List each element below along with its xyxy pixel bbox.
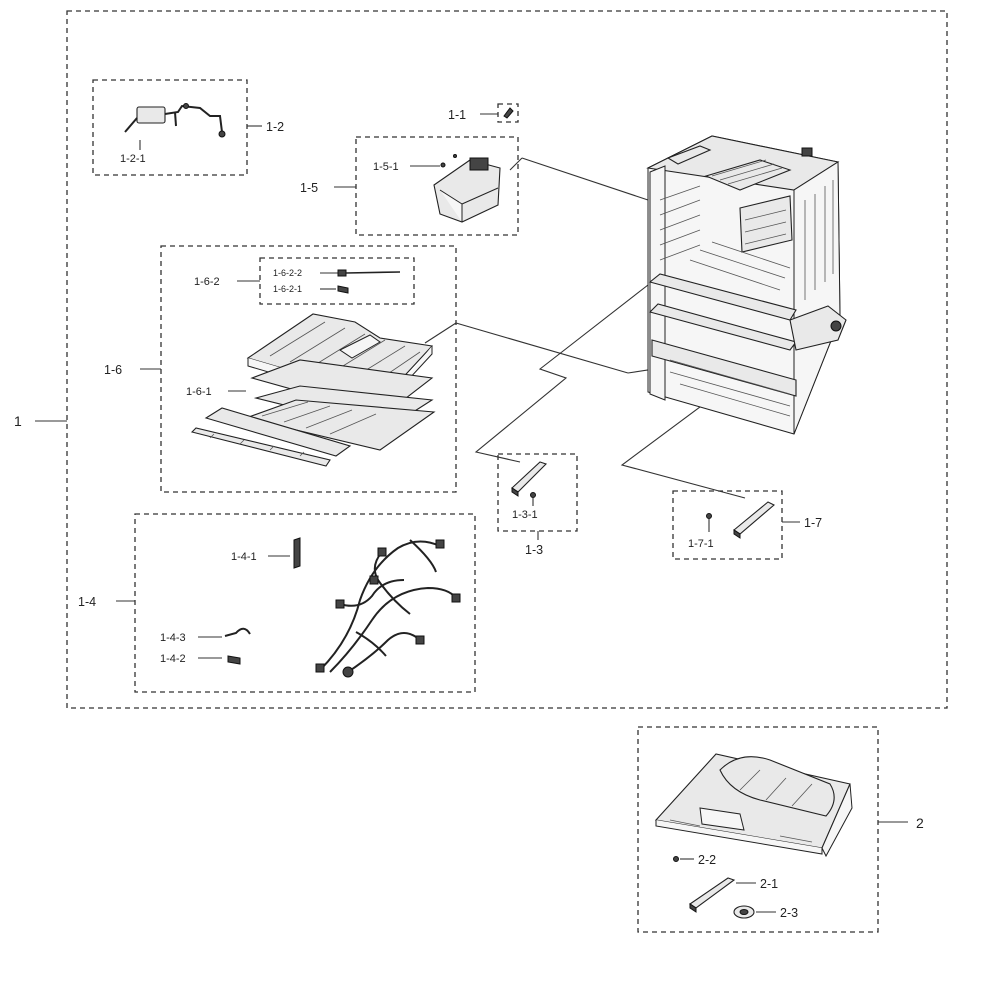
part-1-6-shelf-cover[interactable]	[190, 313, 436, 467]
part-2-3-grommet[interactable]	[733, 905, 755, 919]
part-1-5-1-screw[interactable]	[440, 162, 446, 168]
label-1-7[interactable]: 1-7	[804, 516, 822, 530]
label-2-2[interactable]: 2-2	[698, 853, 716, 867]
label-1-5-1[interactable]: 1-5-1	[373, 161, 399, 173]
label-1-2-1[interactable]: 1-2-1	[120, 153, 146, 165]
label-1-6-2[interactable]: 1-6-2	[194, 276, 220, 288]
part-2-1-bracket[interactable]	[689, 877, 736, 913]
assembly-1-group-box	[66, 10, 948, 709]
label-1-4[interactable]: 1-4	[78, 595, 96, 609]
label-1-4-2-text: 1-4-2	[160, 653, 186, 665]
part-1-1-clip[interactable]	[503, 107, 514, 119]
leader-1-5-to-cabinet	[509, 157, 523, 171]
assembly-2-group-box	[637, 726, 879, 933]
group-box-1-3	[497, 453, 578, 532]
group-box-1-4	[134, 513, 476, 693]
group-box-1-6-2	[259, 257, 415, 305]
label-1-6[interactable]: 1-6	[104, 363, 122, 377]
part-2-cover-assembly[interactable]	[654, 753, 853, 858]
group-box-1-1	[497, 103, 519, 123]
part-1-4-wire-harness[interactable]	[315, 539, 461, 678]
part-refrigerator-cabinet[interactable]	[646, 135, 847, 435]
part-1-7-rail[interactable]	[733, 501, 775, 539]
group-box-1-2	[92, 79, 248, 176]
label-1-6-1[interactable]: 1-6-1	[186, 386, 212, 398]
group-box-1-7	[672, 490, 783, 560]
part-1-2-tube-assembly[interactable]	[124, 103, 226, 138]
label-1-5[interactable]: 1-5	[300, 181, 318, 195]
part-2-2-screw[interactable]	[673, 856, 679, 862]
part-1-6-2-2-sensor-cable[interactable]	[337, 269, 401, 277]
group-box-1-5	[355, 136, 519, 236]
part-1-7-1-screw[interactable]	[706, 513, 712, 519]
label-1-6-2-1[interactable]: 1-6-2-1	[273, 284, 302, 294]
part-1-6-2-1-connector[interactable]	[337, 285, 349, 294]
label-1-3[interactable]: 1-3	[525, 543, 543, 557]
part-1-4-2-connector[interactable]	[227, 655, 241, 665]
label-2[interactable]: 2	[916, 815, 924, 831]
label-1-6-2-2[interactable]: 1-6-2-2	[273, 268, 302, 278]
label-1-4-1[interactable]: 1-4-1	[231, 551, 257, 563]
part-1-4-3-cable[interactable]	[224, 627, 251, 637]
label-1[interactable]: 1	[14, 413, 22, 429]
label-1-4-3[interactable]: 1-4-3	[160, 632, 186, 644]
part-1-3-1-screw[interactable]	[530, 492, 536, 498]
leader-1-6-to-cabinet	[424, 322, 457, 344]
label-1-3-1[interactable]: 1-3-1	[512, 509, 538, 521]
label-2-3[interactable]: 2-3	[780, 906, 798, 920]
label-2-1[interactable]: 2-1	[760, 877, 778, 891]
label-1-7-1[interactable]: 1-7-1	[688, 538, 714, 550]
part-1-4-1-harness-clamp[interactable]	[293, 537, 301, 569]
part-1-3-rail[interactable]	[511, 461, 548, 497]
label-1-1[interactable]: 1-1	[448, 108, 466, 122]
leader-1-3-to-cabinet	[474, 284, 649, 463]
part-1-5-duct-housing[interactable]	[433, 154, 501, 223]
label-1-2[interactable]: 1-2	[266, 120, 284, 134]
